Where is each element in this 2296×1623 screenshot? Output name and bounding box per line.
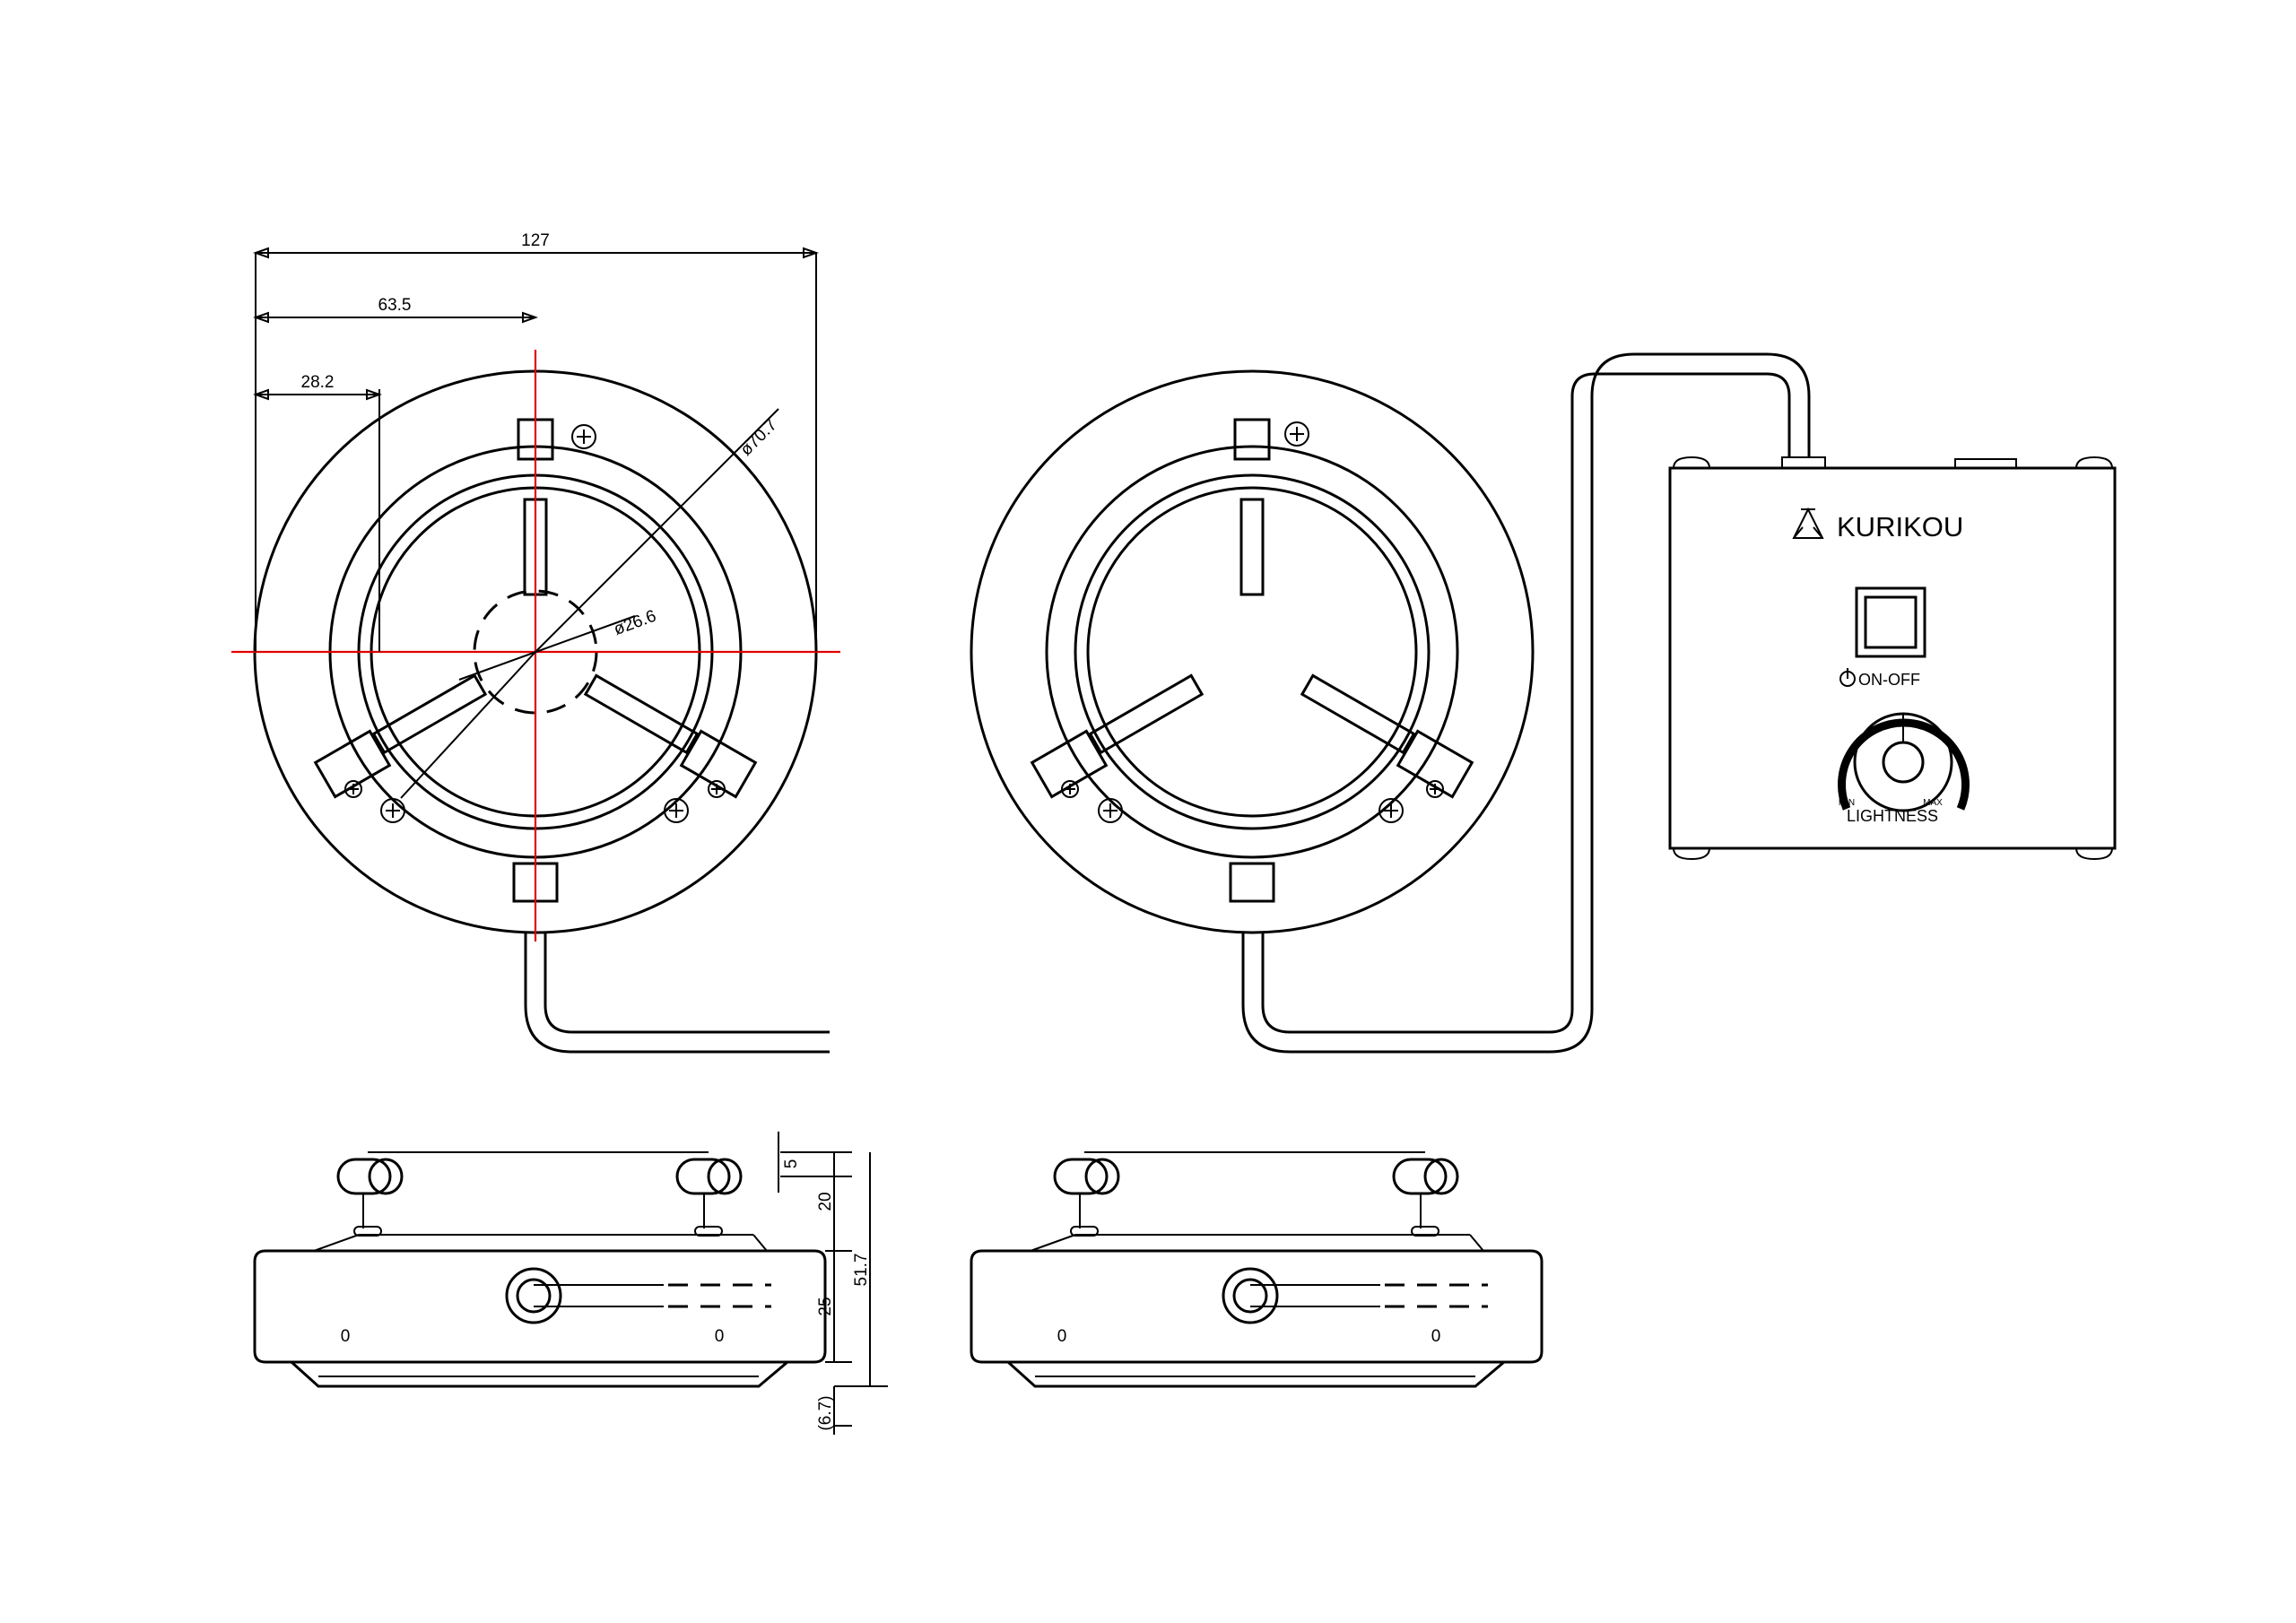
screw-icon bbox=[1378, 798, 1404, 823]
switch-label: ON-OFF bbox=[1858, 671, 1920, 689]
ring-light-side-view-dimensioned bbox=[253, 1151, 827, 1388]
screw-icon bbox=[571, 424, 596, 449]
side-mark-left-2: 0 bbox=[1057, 1327, 1067, 1346]
screw-icon bbox=[664, 798, 689, 823]
power-icon bbox=[1839, 668, 1856, 687]
brand-name: KURIKOU bbox=[1837, 511, 1963, 542]
connection-cable bbox=[1241, 352, 1811, 1054]
vertical-dimension-lines bbox=[778, 1132, 888, 1435]
side-mark-right: 0 bbox=[715, 1327, 725, 1346]
screw-icon bbox=[1284, 421, 1309, 447]
dimension-inner-offset: 28.2 bbox=[301, 373, 335, 392]
dimension-inner-diameter: ø26.6 bbox=[612, 607, 659, 639]
lightness-knob[interactable] bbox=[1838, 712, 1970, 812]
screw-icon bbox=[708, 780, 726, 798]
knob-max-label: MAX bbox=[1923, 798, 1943, 808]
dimension-total-height: 51.7 bbox=[852, 1254, 871, 1287]
dimension-top-height: 20 bbox=[816, 1192, 835, 1211]
dimension-body-height: 25 bbox=[816, 1297, 835, 1315]
dimension-outer-diameter: ø70.7 bbox=[737, 416, 781, 460]
knob-min-label: MIN bbox=[1839, 798, 1855, 808]
dimension-lines bbox=[253, 247, 819, 652]
ring-light-top-view-dimensioned bbox=[231, 350, 840, 1054]
ring-light-top-view bbox=[970, 369, 1535, 934]
knob-label: LIGHTNESS bbox=[1847, 807, 1938, 825]
dimension-bottom-ref: (6.7) bbox=[816, 1395, 835, 1430]
dimension-overall-width: 127 bbox=[521, 231, 550, 250]
brand-logo-icon bbox=[1792, 507, 1824, 539]
controller-box bbox=[1668, 456, 2117, 861]
dimension-half-width: 63.5 bbox=[378, 296, 412, 315]
screw-icon bbox=[1426, 780, 1444, 798]
ring-light-side-view bbox=[970, 1151, 1544, 1388]
power-switch[interactable] bbox=[1855, 586, 1926, 658]
side-mark-right-2: 0 bbox=[1431, 1327, 1441, 1346]
screw-icon bbox=[344, 780, 362, 798]
screw-icon bbox=[380, 798, 405, 823]
screw-icon bbox=[1061, 780, 1079, 798]
screw-icon bbox=[1098, 798, 1123, 823]
side-mark-left: 0 bbox=[341, 1327, 351, 1346]
dimension-small-gap: 5 bbox=[782, 1159, 801, 1169]
